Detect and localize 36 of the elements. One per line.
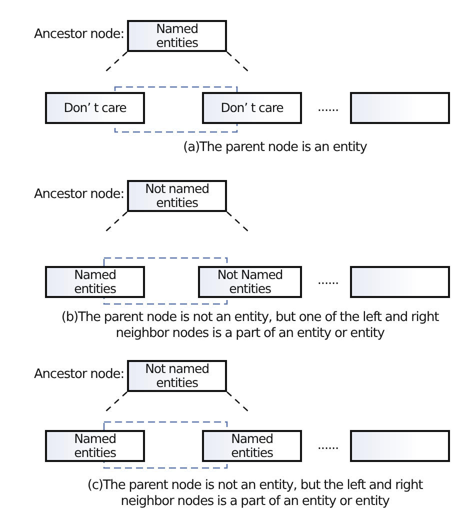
box-text: Not named entities: [144, 362, 210, 390]
node-caption: Ancestor node:: [34, 27, 124, 42]
dots-text: ......: [316, 100, 340, 116]
entity-box: [127, 360, 227, 392]
panel-caption: (c)The parent node is not an entity, but the left and right neighbor nodes is a part of an entity or entity: [86, 478, 424, 510]
dashed-line: [226, 52, 250, 72]
entity-box: [202, 430, 302, 462]
empty-box: [350, 430, 450, 462]
box-text: Not Named entities: [216, 268, 284, 296]
dots-text: ......: [316, 438, 340, 454]
box-text: Named entities: [73, 268, 117, 296]
dashed-line: [104, 212, 128, 232]
entity-box: [127, 20, 227, 52]
dots-text: ......: [316, 273, 340, 289]
dashed-line: [104, 392, 128, 412]
entity-box: [45, 266, 145, 298]
entity-box: [45, 92, 145, 124]
panel-caption: (b)The parent node is not an entity, but one of the left and right neighbor nodes is a part of an entity or entity: [60, 310, 440, 342]
dashed-line: [104, 52, 128, 72]
box-text: Named entities: [155, 22, 199, 50]
node-caption: Ancestor node:: [34, 187, 124, 202]
box-text: Named entities: [230, 432, 274, 460]
box-text: Named entities: [73, 432, 117, 460]
dashed-line: [226, 212, 250, 232]
empty-box: [350, 266, 450, 298]
entity-box: [45, 430, 145, 462]
entity-box: [202, 92, 302, 124]
empty-box: [350, 92, 450, 124]
panel-caption: (a)The parent node is an entity: [182, 140, 368, 156]
box-text: Not named entities: [144, 182, 210, 210]
box-text: Don’ t care: [64, 101, 126, 115]
entity-box: [127, 180, 227, 212]
node-caption: Ancestor node:: [34, 367, 124, 382]
box-text: Don’ t care: [220, 101, 284, 115]
entity-box: [198, 266, 302, 298]
dashed-line: [226, 392, 250, 412]
